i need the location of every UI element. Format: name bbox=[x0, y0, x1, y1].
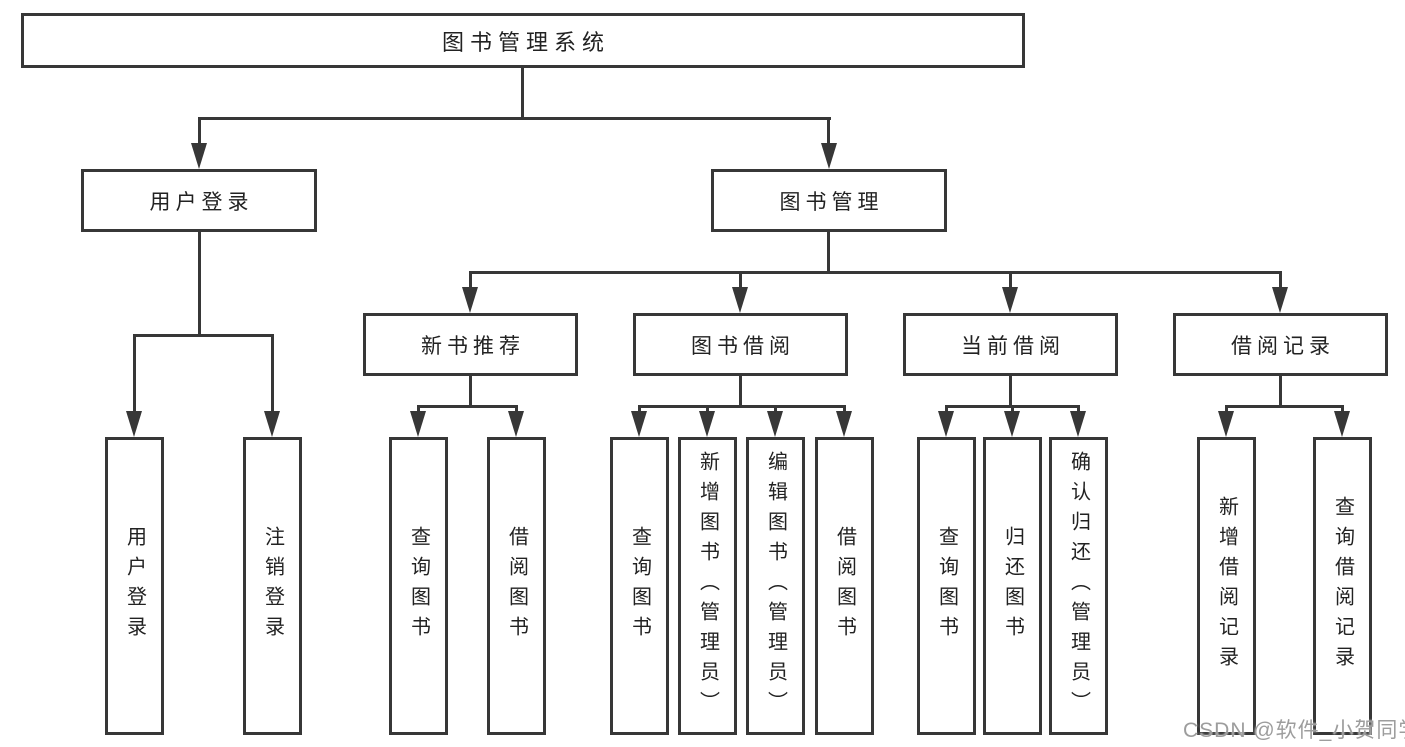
connector-line bbox=[739, 271, 742, 287]
node-current-borrowing: 当前借阅 bbox=[903, 313, 1118, 376]
connector-line bbox=[469, 271, 472, 287]
connector-line bbox=[469, 376, 472, 408]
arrow-down-icon bbox=[264, 411, 280, 437]
node-user-login-label: 用户登录 bbox=[149, 190, 254, 214]
connector-line bbox=[706, 405, 709, 413]
connector-line bbox=[1009, 376, 1012, 408]
arrow-down-icon bbox=[767, 411, 783, 437]
connector-line bbox=[133, 334, 274, 337]
connector-line bbox=[827, 232, 830, 274]
leaf-records-query-label: 查询借阅记录 bbox=[1331, 496, 1354, 676]
leaf-borrow-borrow-label: 借阅图书 bbox=[833, 526, 856, 646]
arrow-down-icon bbox=[191, 143, 207, 169]
connector-line bbox=[1225, 405, 1344, 408]
arrow-down-icon bbox=[699, 411, 715, 437]
connector-line bbox=[198, 117, 201, 143]
node-book-borrowing: 图书借阅 bbox=[633, 313, 848, 376]
leaf-current-confirm: 确认归还（管理员） bbox=[1049, 437, 1108, 735]
connector-line bbox=[638, 405, 846, 408]
connector-line bbox=[417, 405, 518, 408]
leaf-borrow-add-label: 新增图书（管理员） bbox=[696, 451, 719, 721]
arrow-down-icon bbox=[821, 143, 837, 169]
leaf-current-confirm-label: 确认归还（管理员） bbox=[1067, 451, 1090, 721]
leaf-borrow-edit-label: 编辑图书（管理员） bbox=[764, 451, 787, 721]
connector-line bbox=[945, 405, 948, 413]
connector-line bbox=[133, 334, 136, 411]
connector-line bbox=[271, 334, 274, 411]
arrow-down-icon bbox=[1004, 411, 1020, 437]
connector-line bbox=[1011, 405, 1014, 413]
connector-line bbox=[638, 405, 641, 413]
leaf-current-return: 归还图书 bbox=[983, 437, 1042, 735]
csdn-watermark: CSDN @软件_小贺同学 bbox=[1183, 719, 1405, 742]
leaf-user-login-label: 用户登录 bbox=[123, 526, 146, 646]
arrow-down-icon bbox=[631, 411, 647, 437]
connector-line bbox=[515, 405, 518, 413]
connector-line bbox=[827, 117, 830, 143]
connector-line bbox=[843, 405, 846, 413]
node-root: 图书管理系统 bbox=[21, 13, 1025, 68]
connector-line bbox=[1225, 405, 1228, 413]
arrow-down-icon bbox=[1272, 287, 1288, 313]
node-new-book-recommend-label: 新书推荐 bbox=[421, 334, 525, 358]
node-borrowing-records: 借阅记录 bbox=[1173, 313, 1388, 376]
connector-line bbox=[1279, 271, 1282, 287]
connector-line bbox=[1009, 271, 1012, 287]
arrow-down-icon bbox=[938, 411, 954, 437]
leaf-logout-label: 注销登录 bbox=[261, 526, 284, 646]
leaf-newbooks-borrow: 借阅图书 bbox=[487, 437, 546, 735]
arrow-down-icon bbox=[1070, 411, 1086, 437]
connector-line bbox=[774, 405, 777, 413]
leaf-newbooks-query: 查询图书 bbox=[389, 437, 448, 735]
leaf-borrow-edit: 编辑图书（管理员） bbox=[746, 437, 805, 735]
arrow-down-icon bbox=[836, 411, 852, 437]
leaf-records-query: 查询借阅记录 bbox=[1313, 437, 1372, 735]
arrow-down-icon bbox=[1334, 411, 1350, 437]
leaf-borrow-add: 新增图书（管理员） bbox=[678, 437, 737, 735]
arrow-down-icon bbox=[126, 411, 142, 437]
leaf-borrow-query: 查询图书 bbox=[610, 437, 669, 735]
arrow-down-icon bbox=[732, 287, 748, 313]
node-root-label: 图书管理系统 bbox=[441, 29, 610, 55]
leaf-current-query: 查询图书 bbox=[917, 437, 976, 735]
connector-line bbox=[521, 68, 524, 120]
node-user-login: 用户登录 bbox=[81, 169, 317, 232]
node-borrowing-records-label: 借阅记录 bbox=[1231, 334, 1335, 358]
arrow-down-icon bbox=[508, 411, 524, 437]
connector-line bbox=[198, 117, 831, 120]
arrow-down-icon bbox=[1002, 287, 1018, 313]
leaf-records-add-label: 新增借阅记录 bbox=[1215, 496, 1238, 676]
connector-line bbox=[1341, 405, 1344, 413]
leaf-borrow-query-label: 查询图书 bbox=[628, 526, 651, 646]
leaf-borrow-borrow: 借阅图书 bbox=[815, 437, 874, 735]
arrow-down-icon bbox=[410, 411, 426, 437]
leaf-logout: 注销登录 bbox=[243, 437, 302, 735]
leaf-user-login: 用户登录 bbox=[105, 437, 164, 735]
leaf-newbooks-query-label: 查询图书 bbox=[407, 526, 430, 646]
connector-line bbox=[1077, 405, 1080, 413]
connector-line bbox=[469, 271, 1282, 274]
connector-line bbox=[417, 405, 420, 413]
leaf-current-query-label: 查询图书 bbox=[935, 526, 958, 646]
node-book-management-label: 图书管理 bbox=[779, 190, 884, 214]
connector-line bbox=[739, 376, 742, 408]
leaf-current-return-label: 归还图书 bbox=[1001, 526, 1024, 646]
arrow-down-icon bbox=[1218, 411, 1234, 437]
node-current-borrowing-label: 当前借阅 bbox=[961, 334, 1065, 358]
connector-line bbox=[198, 232, 201, 337]
arrow-down-icon bbox=[462, 287, 478, 313]
leaf-records-add: 新增借阅记录 bbox=[1197, 437, 1256, 735]
node-book-management: 图书管理 bbox=[711, 169, 947, 232]
node-new-book-recommend: 新书推荐 bbox=[363, 313, 578, 376]
node-book-borrowing-label: 图书借阅 bbox=[691, 334, 795, 358]
leaf-newbooks-borrow-label: 借阅图书 bbox=[505, 526, 528, 646]
connector-line bbox=[1279, 376, 1282, 408]
